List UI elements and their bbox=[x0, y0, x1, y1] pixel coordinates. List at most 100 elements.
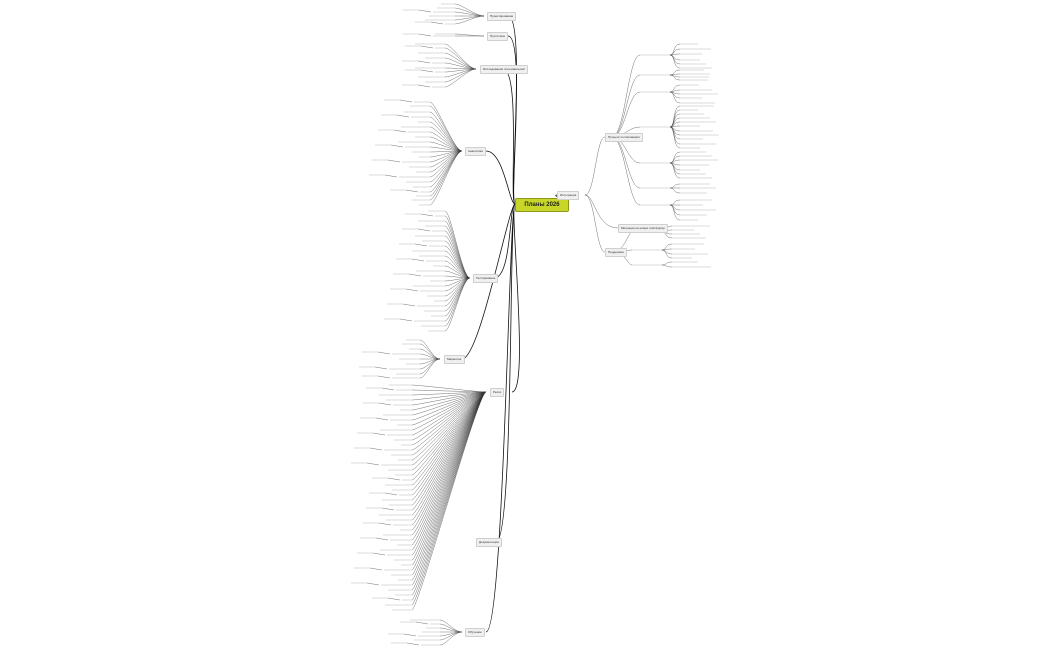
left-leaf-connector bbox=[411, 391, 487, 436]
left-leaf-connector bbox=[444, 68, 477, 88]
right-leaf-connector bbox=[669, 199, 681, 206]
nested-leaf-connector bbox=[415, 621, 429, 625]
branch-node-left-2[interactable]: Прототипы bbox=[487, 32, 509, 41]
nested-leaf-connector bbox=[403, 633, 417, 637]
connector-left-8 bbox=[485, 203, 516, 633]
left-leaf-connector bbox=[444, 47, 477, 70]
branch-node-left-6[interactable]: Релиз bbox=[490, 388, 505, 397]
left-leaf-connector bbox=[411, 391, 487, 456]
right-leaf-connector bbox=[669, 151, 681, 164]
nested-leaf-connector bbox=[372, 552, 386, 556]
left-leaf-connector bbox=[411, 391, 487, 466]
branch-node-right-1[interactable]: Интеграция bbox=[557, 191, 580, 200]
right-leaf-connector bbox=[661, 264, 673, 268]
mind-map-leaf-lines bbox=[351, 3, 719, 646]
left-leaf-connector bbox=[429, 126, 463, 152]
left-leaf-connector bbox=[444, 225, 471, 279]
connector-right-2 bbox=[584, 136, 606, 196]
nested-leaf-connector bbox=[374, 366, 388, 370]
left-leaf-connector bbox=[411, 391, 487, 611]
nested-leaf-connector bbox=[399, 318, 413, 322]
nested-leaf-connector bbox=[381, 507, 395, 511]
nested-leaf-connector bbox=[420, 213, 434, 217]
nested-leaf-connector bbox=[384, 174, 398, 178]
nested-leaf-connector bbox=[417, 228, 431, 232]
left-leaf-connector bbox=[429, 116, 463, 152]
right-leaf-connector bbox=[669, 54, 681, 69]
left-leaf-connector bbox=[444, 52, 477, 70]
left-leaf-connector bbox=[411, 391, 487, 451]
nested-leaf-connector bbox=[377, 351, 391, 355]
nested-leaf-connector bbox=[414, 243, 428, 247]
left-leaf-connector bbox=[454, 7, 485, 17]
branch-node-left-5[interactable]: Тестирование bbox=[473, 274, 499, 283]
right-leaf-connector bbox=[669, 43, 681, 56]
nested-leaf-connector bbox=[399, 99, 413, 103]
right-leaf-connector bbox=[669, 54, 681, 65]
left-leaf-connector bbox=[411, 391, 487, 446]
left-leaf-connector bbox=[429, 101, 463, 152]
right-leaf-connector bbox=[669, 187, 681, 194]
right-leaf-connector bbox=[669, 91, 681, 104]
nested-leaf-connector bbox=[417, 84, 431, 88]
left-leaf-connector bbox=[454, 15, 485, 25]
left-leaf-connector bbox=[439, 631, 463, 646]
connector-left-1 bbox=[507, 15, 517, 205]
left-leaf-connector bbox=[444, 277, 471, 332]
nested-leaf-connector bbox=[369, 567, 383, 571]
nested-leaf-connector bbox=[417, 60, 431, 64]
connector-left-4 bbox=[485, 150, 516, 205]
right-leaf-connector bbox=[669, 73, 681, 76]
nested-leaf-connector bbox=[375, 537, 389, 541]
branch-node-left-4[interactable]: Аналитика bbox=[465, 147, 486, 156]
right-leaf-connector bbox=[669, 74, 681, 81]
nested-leaf-connector bbox=[393, 129, 407, 133]
left-leaf-connector bbox=[444, 277, 471, 322]
right-leaf-connector bbox=[669, 162, 681, 179]
left-leaf-connector bbox=[419, 358, 441, 379]
right-sub-connector bbox=[611, 54, 641, 138]
nested-leaf-connector bbox=[411, 258, 425, 262]
right-leaf-connector bbox=[669, 126, 681, 149]
left-leaf-connector bbox=[429, 111, 463, 152]
right-leaf-connector bbox=[669, 91, 681, 99]
branch-node-left-3[interactable]: Исследования пользователей bbox=[480, 65, 528, 74]
right-sub-connector bbox=[611, 136, 641, 206]
nested-leaf-connector bbox=[378, 402, 392, 406]
left-leaf-connector bbox=[429, 150, 463, 197]
right-sub-connector bbox=[611, 136, 641, 189]
connector-left-7 bbox=[495, 203, 516, 543]
left-leaf-connector bbox=[444, 260, 471, 279]
branch-node-left-9[interactable]: Маркетинг bbox=[444, 355, 465, 364]
nested-leaf-connector bbox=[402, 303, 416, 307]
branch-node-left-1[interactable]: Проектирование bbox=[487, 12, 517, 21]
left-leaf-connector bbox=[444, 215, 471, 279]
right-leaf-connector bbox=[661, 248, 673, 251]
nested-leaf-connector bbox=[396, 114, 410, 118]
left-leaf-connector bbox=[429, 150, 463, 193]
connector-left-3 bbox=[502, 68, 516, 205]
left-leaf-connector bbox=[411, 391, 487, 426]
left-leaf-connector bbox=[444, 68, 477, 83]
branch-node-right-2[interactable]: Процесс согласования bbox=[605, 133, 643, 142]
central-topic-node[interactable]: Планы 2026 bbox=[515, 198, 569, 212]
branch-node-left-8[interactable]: Обучение bbox=[465, 628, 485, 637]
nested-leaf-connector bbox=[406, 642, 420, 646]
branch-node-right-4[interactable]: Поддержка bbox=[605, 248, 627, 257]
connector-left-2 bbox=[507, 35, 517, 205]
nested-leaf-connector bbox=[372, 432, 386, 436]
branch-node-right-3[interactable]: Миграция на новую платформу bbox=[618, 224, 668, 233]
nested-leaf-connector bbox=[430, 21, 444, 25]
nested-leaf-connector bbox=[378, 522, 392, 526]
left-leaf-connector bbox=[444, 245, 471, 279]
nested-leaf-connector bbox=[366, 582, 380, 586]
nested-leaf-connector bbox=[408, 273, 422, 277]
right-leaf-connector bbox=[661, 261, 673, 266]
nested-leaf-connector bbox=[366, 462, 380, 466]
left-leaf-connector bbox=[429, 150, 463, 206]
branch-node-left-7[interactable]: Документация bbox=[476, 538, 502, 547]
left-leaf-connector bbox=[454, 33, 485, 37]
nested-leaf-connector bbox=[420, 45, 434, 49]
right-leaf-connector bbox=[661, 249, 673, 259]
